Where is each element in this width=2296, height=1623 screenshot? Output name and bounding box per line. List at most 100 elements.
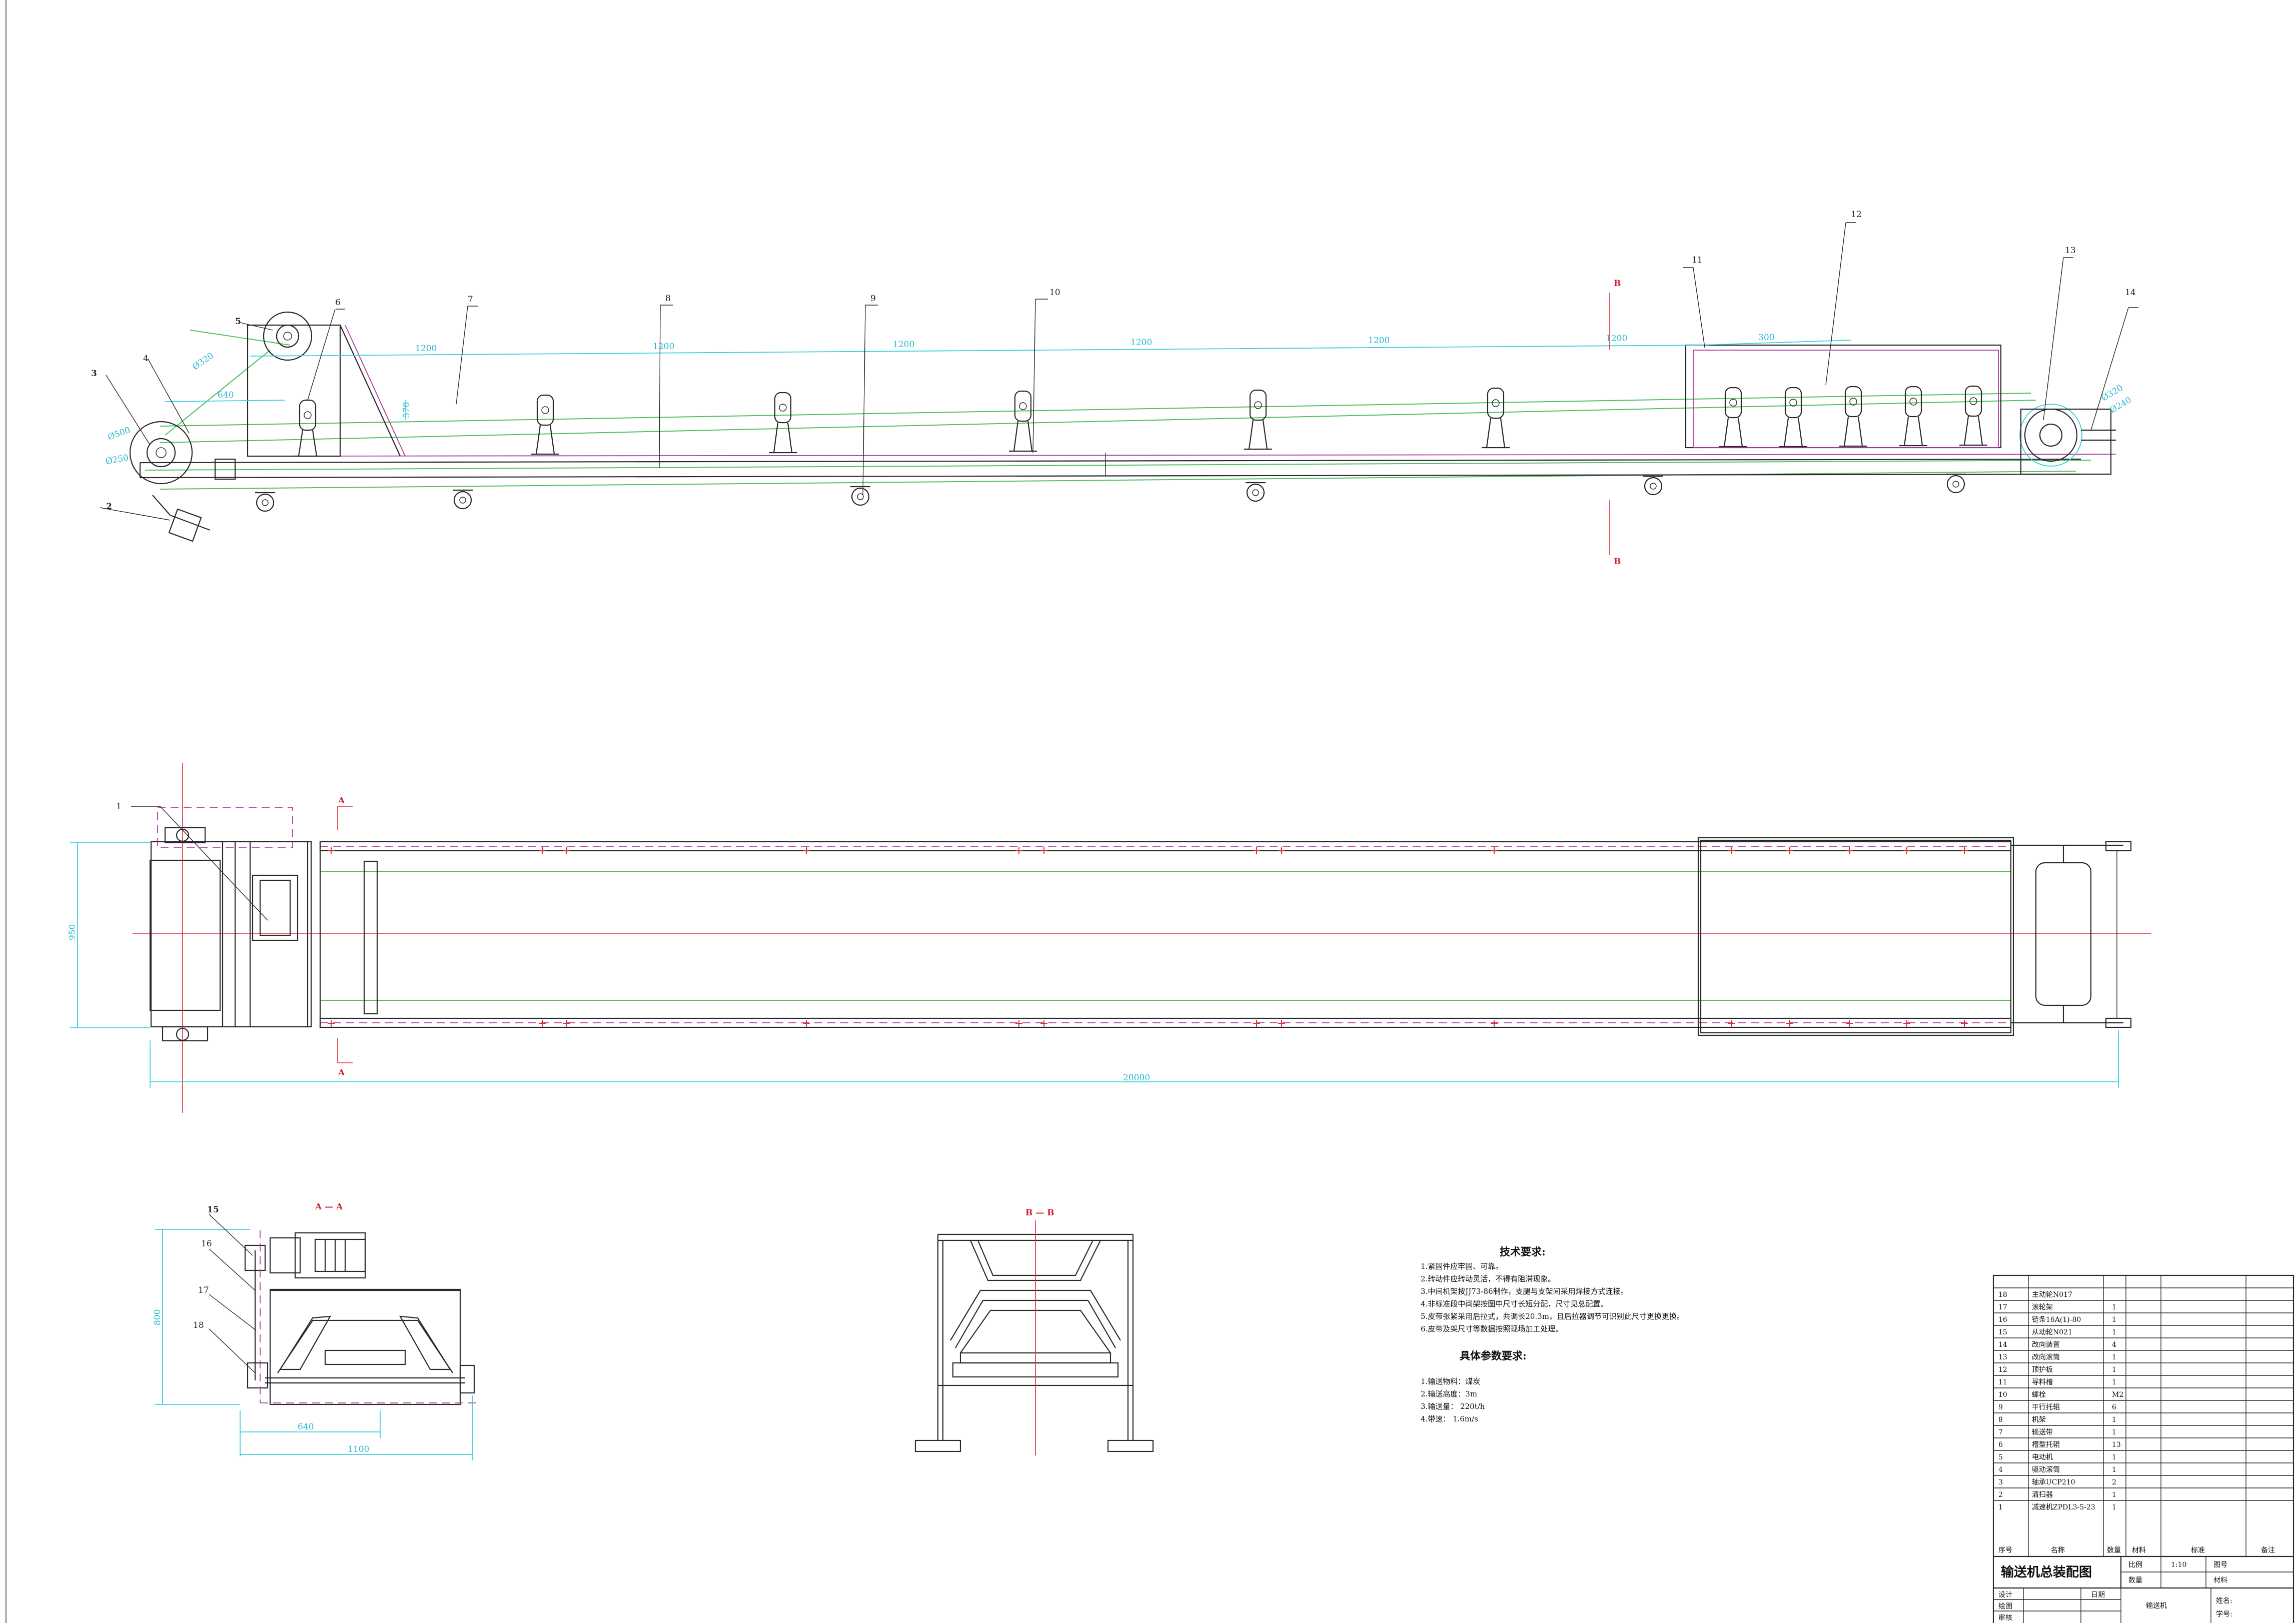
bom-cell-qty: 1 (2112, 1416, 2116, 1424)
plan-motor (252, 874, 299, 941)
design-label: 设计 (1998, 1591, 2012, 1599)
dim-spacing-short: 300 (1758, 333, 1774, 343)
elev-label-12: 12 (1851, 210, 1862, 220)
elev-label-2: 2 (106, 502, 112, 512)
bom-header-remark: 备注 (2261, 1546, 2275, 1554)
plan-return-idler (363, 860, 378, 1015)
drawing-no-label: 图号 (2213, 1561, 2227, 1569)
bom-cell-qty: 1 (2112, 1328, 2116, 1336)
bom-header-name: 名称 (2051, 1546, 2065, 1554)
bom-cell-no: 5 (1998, 1453, 2003, 1461)
bom-cell-qty: 1 (2112, 1353, 2116, 1361)
bom-cell-name: 机架 (2032, 1416, 2046, 1424)
drawing-title: 输送机总装配图 (2001, 1564, 2092, 1580)
drive-belt-line (190, 330, 291, 346)
dim-plan-width: 950 (68, 924, 78, 940)
bom-cell-qty: 13 (2112, 1441, 2121, 1449)
elev-label-14: 14 (2125, 288, 2136, 298)
bom-cell-no: 10 (1998, 1391, 2007, 1399)
section-bb-title: B — B (1025, 1208, 1054, 1218)
tech-requirements-title: 技术要求: (1500, 1245, 1546, 1258)
plan-bolt-marks (328, 847, 1968, 1027)
bom-header-qty: 数量 (2107, 1546, 2121, 1554)
bom-header-material: 材料 (2132, 1546, 2146, 1554)
plan-tail-pulley (2035, 862, 2092, 1006)
dim-spacing-6: 1200 (1606, 334, 1627, 344)
param-item-1: 1.输送物料：煤炭 (1421, 1377, 1480, 1386)
section-label-17: 17 (198, 1285, 209, 1295)
scraper (168, 508, 202, 542)
bom-header-no: 序号 (1998, 1546, 2012, 1554)
bom-cell-qty: M2 (2112, 1391, 2123, 1399)
belt-top-line (160, 393, 2031, 427)
dim-spacing-2: 1200 (653, 342, 674, 352)
carrying-idlers (294, 385, 1987, 457)
dim-spacing-5: 1200 (1368, 336, 1390, 346)
bom-cell-qty: 1 (2112, 1466, 2116, 1474)
bom-cell-qty: 1 (2112, 1303, 2116, 1311)
section-aa-title: A — A (315, 1202, 343, 1212)
elev-label-11: 11 (1692, 255, 1703, 265)
bom-cell-no: 7 (1998, 1428, 2003, 1436)
head-pulley-left (129, 421, 193, 485)
bom-header-standard: 标准 (2191, 1546, 2205, 1554)
bom-cell-no: 12 (1998, 1366, 2007, 1374)
elev-label-4: 4 (143, 354, 149, 364)
plan-guide-chute (1697, 837, 2014, 1036)
bom-cell-name: 清扫器 (2032, 1491, 2053, 1499)
bom-cell-no: 1 (1998, 1503, 2003, 1511)
return-idlers (255, 473, 1966, 512)
spacing-dim-line (250, 345, 1701, 357)
tech-item-6: 6.皮带及架尺寸等数据按照现场加工处理。 (1421, 1324, 1563, 1333)
bom-cell-no: 8 (1998, 1416, 2003, 1424)
bom-cell-name: 链条16A(1)-80 (2032, 1315, 2081, 1324)
bom-cell-no: 18 (1998, 1291, 2007, 1299)
bom-cell-name: 槽型托辊 (2032, 1441, 2060, 1449)
tech-item-2: 2.转动件应转动灵活，不得有阻滞现象。 (1421, 1274, 1555, 1283)
plan-label-1: 1 (116, 802, 122, 812)
bom-cell-qty: 1 (2112, 1491, 2116, 1499)
belt-lower-line (145, 460, 2091, 471)
bom-cell-name: 导料槽 (2032, 1378, 2053, 1386)
bom-cell-no: 11 (1998, 1378, 2007, 1386)
bom-cell-name: 螺栓 (2032, 1391, 2046, 1399)
param-item-3: 3.输送量： 220t/h (1421, 1402, 1485, 1411)
check-label: 审核 (1998, 1614, 2012, 1622)
section-aa-view: A — A 800 640 1100 (153, 1202, 480, 1460)
frame-top-rail (140, 458, 2081, 464)
bom-cell-no: 13 (1998, 1353, 2007, 1361)
section-bb-hopper (969, 1240, 1101, 1281)
dim-spacing-3: 1200 (893, 340, 914, 350)
drawn-label: 绘图 (1998, 1602, 2012, 1610)
section-label-16: 16 (201, 1239, 212, 1249)
scale-value: 1:10 (2171, 1561, 2186, 1569)
elev-label-10: 10 (1049, 288, 1060, 298)
date-label: 日期 (2091, 1591, 2105, 1599)
section-mark-a-bottom: A (338, 1068, 345, 1078)
bom-cell-no: 3 (1998, 1478, 2003, 1486)
elev-label-8: 8 (665, 294, 671, 304)
elev-label-3: 3 (91, 369, 97, 379)
name-label: 姓名: (2216, 1597, 2232, 1605)
dim-section-inner: 640 (298, 1422, 314, 1432)
bom-cell-qty: 4 (2112, 1341, 2116, 1349)
tech-item-1: 1.紧固件应牢固、可靠。 (1421, 1262, 1503, 1271)
bom-cell-qty: 6 (2112, 1403, 2116, 1411)
section-label-18: 18 (193, 1320, 204, 1330)
elevation-view: B B 1200 1200 1200 1200 1200 1200 300 64… (91, 210, 2138, 567)
material-label: 材料 (2213, 1576, 2227, 1584)
dim-head-offset: 640 (218, 390, 234, 400)
technical-notes: 技术要求: 1.紧固件应牢固、可靠。 2.转动件应转动灵活，不得有阻滞现象。 3… (1421, 1245, 1684, 1423)
bom-cell-name: 驱动滚筒 (2032, 1465, 2060, 1474)
plan-drive-pulley (149, 859, 221, 1011)
param-requirements-title: 具体参数要求: (1460, 1349, 1527, 1362)
section-bb-view: B — B (914, 1208, 1154, 1455)
elev-label-5: 5 (235, 317, 241, 327)
elev-label-7: 7 (468, 295, 473, 305)
belt-return-line (160, 471, 2076, 490)
product-label: 输送机 (2146, 1602, 2167, 1610)
dim-spacing-1: 1200 (415, 344, 437, 354)
